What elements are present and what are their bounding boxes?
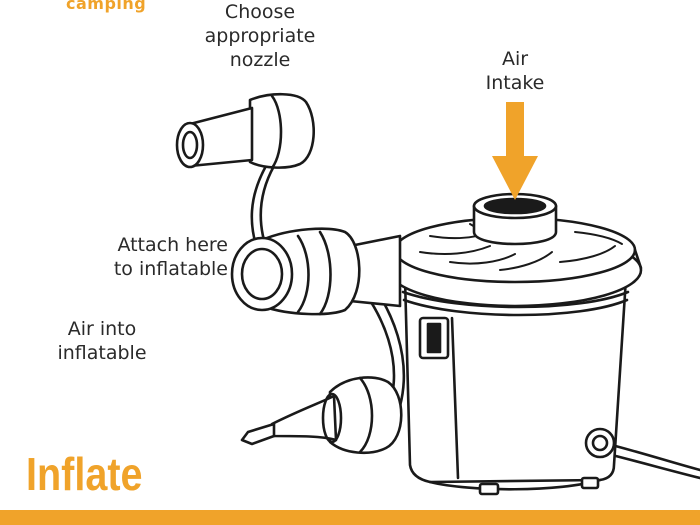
pump-foot-right	[580, 476, 600, 490]
label-air-into-inflatable: Air into inflatable	[50, 317, 154, 365]
label-choose-nozzle-line2: appropriate	[204, 25, 316, 47]
label-choose-nozzle: Choose appropriate nozzle	[200, 0, 320, 72]
footer-accent-bar	[0, 510, 700, 525]
arrow-down-icon	[492, 102, 538, 200]
pump-body-edge	[450, 316, 460, 480]
label-air-intake-line2: Intake	[485, 72, 545, 94]
label-choose-nozzle-line3: nozzle	[229, 49, 291, 71]
lid-vanes	[419, 223, 623, 271]
attach-connector-ring-2	[318, 230, 332, 316]
attach-connector-inner	[240, 247, 284, 301]
bottom-nozzle-needle	[240, 422, 276, 446]
pump-body-band-2	[402, 298, 629, 317]
bottom-nozzle-band	[321, 392, 343, 444]
label-air-intake-line1: Air	[501, 48, 529, 70]
pump-foot-left	[478, 482, 500, 496]
brand-logo: camping	[66, 0, 147, 13]
attach-connector-ring	[296, 234, 310, 314]
bottom-nozzle-ring	[358, 376, 374, 454]
top-nozzle-ring	[270, 94, 283, 170]
top-nozzle-opening	[181, 130, 199, 160]
label-air-intake: Air Intake	[470, 47, 560, 95]
intake-opening	[483, 197, 547, 215]
title-inflate: Inflate	[26, 448, 143, 500]
label-choose-nozzle-line1: Choose	[224, 1, 296, 23]
label-attach-here-line1: Attach here	[117, 234, 228, 256]
label-attach-here: Attach here to inflatable	[102, 233, 228, 281]
switch-icon	[418, 316, 450, 360]
label-air-into-line2: inflatable	[57, 342, 147, 364]
label-attach-here-line2: to inflatable	[113, 258, 228, 280]
label-air-into-line1: Air into	[67, 318, 137, 340]
power-jack-icon	[584, 427, 616, 459]
